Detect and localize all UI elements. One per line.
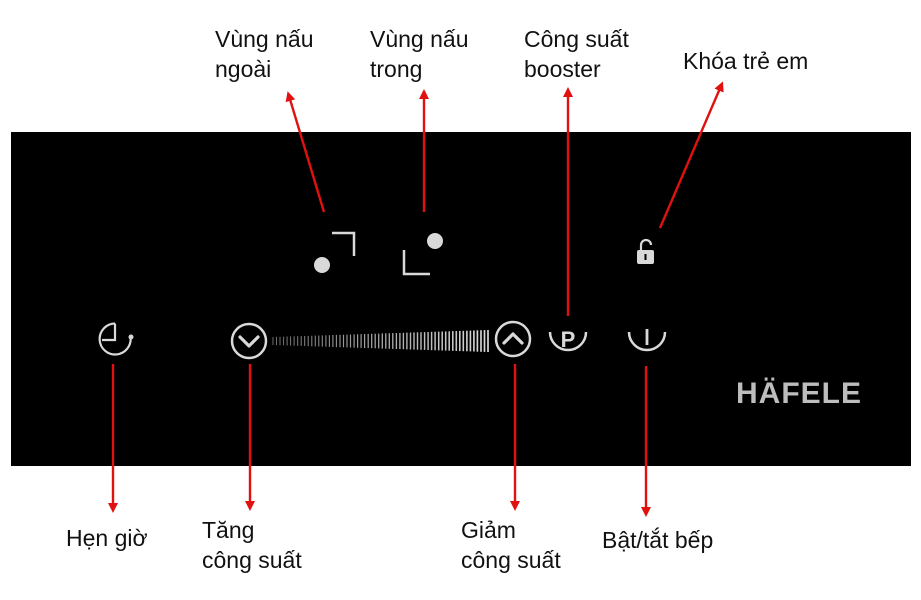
arrow-child-lock <box>658 81 724 229</box>
lock-icon[interactable] <box>637 238 654 264</box>
increase-power-label: Tăng công suất <box>202 517 302 573</box>
booster-label: Công suất booster <box>524 26 629 82</box>
control-panel: HÄFELE <box>11 132 911 466</box>
decrease-power-label: Giảm công suất <box>461 517 561 573</box>
power-level-slider[interactable] <box>272 330 489 352</box>
booster-symbol: P <box>561 327 576 352</box>
booster-icon[interactable]: P <box>548 327 588 352</box>
timer-icon[interactable] <box>98 322 134 356</box>
power-icon[interactable] <box>627 329 667 352</box>
arrow-outer-zone <box>285 91 326 213</box>
power-on-off-label: Bật/tắt bếp <box>602 527 714 553</box>
chevron-up-icon[interactable] <box>494 320 532 358</box>
inner-zone-label: Vùng nấu trong <box>370 26 469 82</box>
annotation-arrows <box>108 81 724 517</box>
inner-zone-icon[interactable] <box>402 233 443 276</box>
brand-logo: HÄFELE <box>736 377 862 410</box>
child-lock-label: Khóa trẻ em <box>683 48 809 74</box>
chevron-down-icon[interactable] <box>230 322 268 360</box>
outer-zone-icon[interactable] <box>314 231 356 273</box>
timer-label: Hẹn giờ <box>66 525 148 551</box>
outer-zone-label: Vùng nấu ngoài <box>215 26 314 82</box>
